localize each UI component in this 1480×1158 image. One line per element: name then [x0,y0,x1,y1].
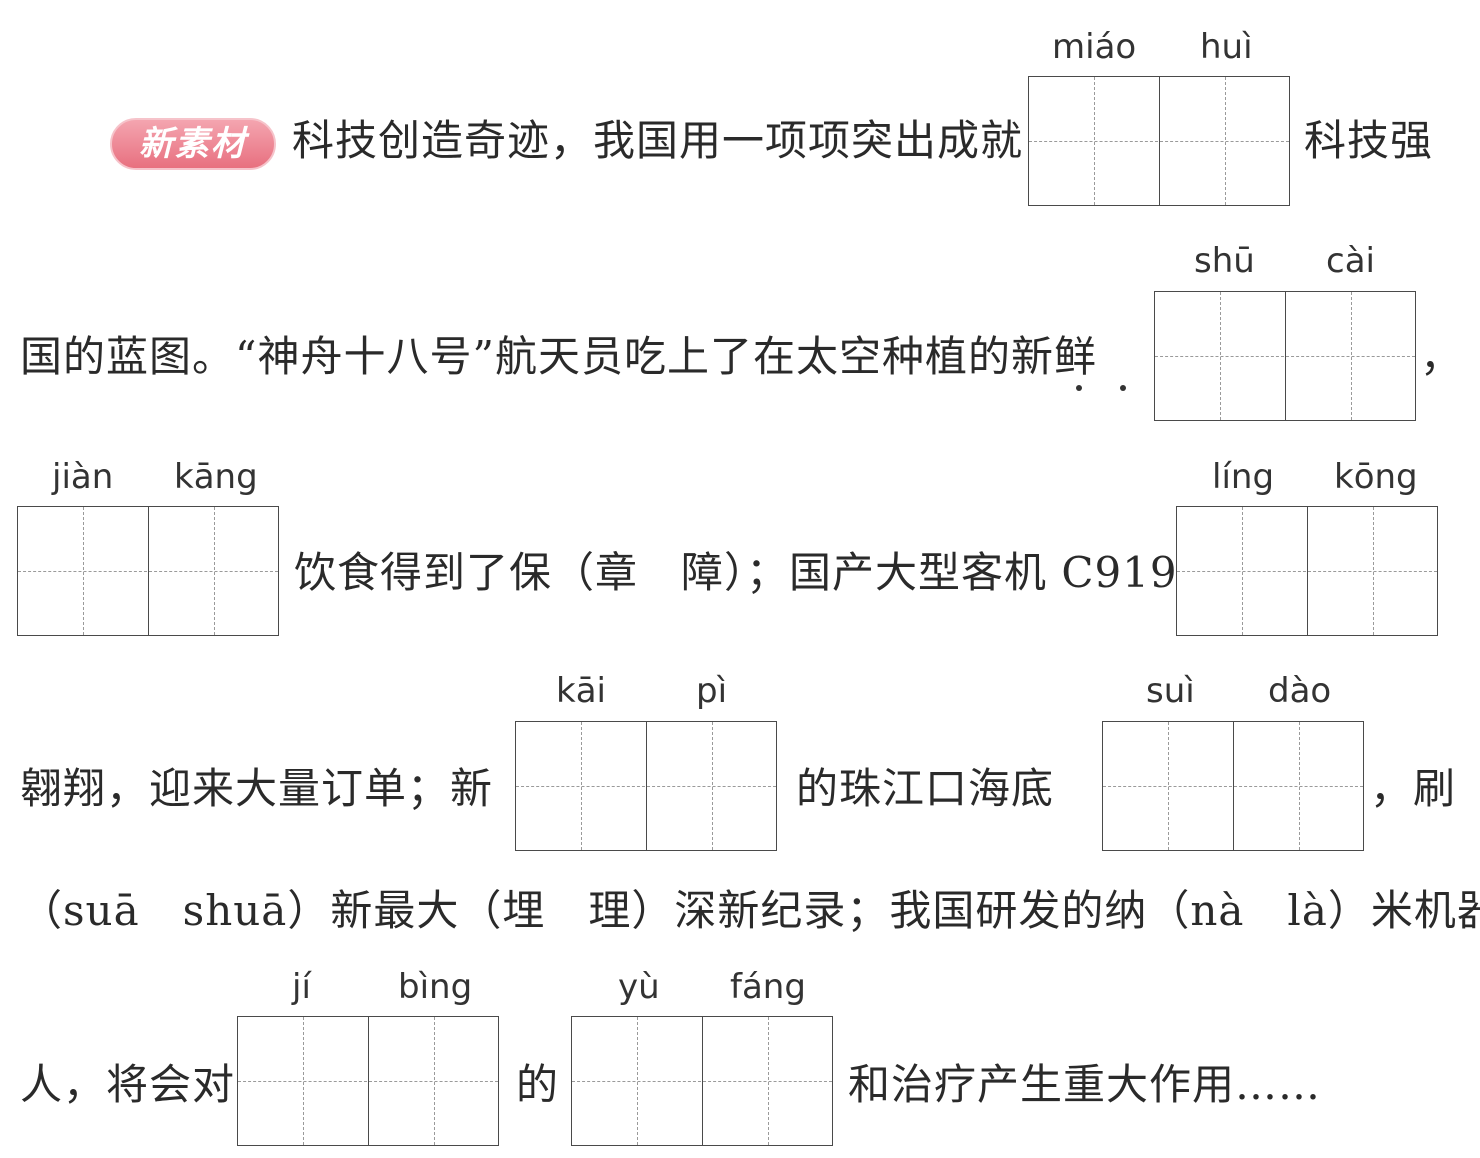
emphasis-dot [1076,385,1082,391]
emphasis-dot [1120,385,1126,391]
pinyin-jian: jiàn [52,457,114,497]
pinyin-miao: miáo [1052,27,1137,67]
pinyin-bing: bìng [398,967,473,1007]
pinyin-ji: jí [292,967,311,1007]
answer-box-miaohui[interactable] [1028,76,1290,206]
pinyin-ling: líng [1212,457,1275,497]
line3-text: 饮食得到了保（章 障）；国产大型客机 C919 [294,548,1178,597]
answer-box-lingkong[interactable] [1176,506,1438,636]
answer-box-kaipi[interactable] [515,721,777,851]
pinyin-fang: fáng [730,967,806,1007]
line2-after: ， [1420,332,1464,381]
line6-b: 的 [516,1060,560,1109]
line4-b: 的珠江口海底 [796,764,1055,813]
pinyin-cai: cài [1326,241,1375,281]
line2-text: 国的蓝图。“神舟十八号”航天员吃上了在太空种植的新鲜 [20,332,1097,381]
answer-box-shucai[interactable] [1154,291,1416,421]
line4-c: ，刷 [1370,764,1457,813]
pinyin-yu: yù [618,967,660,1007]
line1-after: 科技强 [1304,116,1434,165]
pinyin-hui: huì [1200,27,1253,67]
answer-box-suidao[interactable] [1102,721,1364,851]
pinyin-kang: kāng [174,457,258,497]
pinyin-kai: kāi [556,671,606,711]
pinyin-dao: dào [1268,671,1332,711]
pinyin-sui: suì [1146,671,1195,711]
line5-text: （suā shuā）新最大（埋 理）深新纪录；我国研发的纳（nà là）米机器 [20,886,1480,935]
pinyin-kong: kōng [1334,457,1418,497]
line6-c: 和治疗产生重大作用…… [848,1060,1322,1109]
answer-box-jiankang[interactable] [17,506,279,636]
answer-box-yufang[interactable] [571,1016,833,1146]
answer-box-jibing[interactable] [237,1016,499,1146]
new-material-badge: 新素材 [110,118,276,170]
pinyin-pi: pì [696,671,728,711]
line1-text: 科技创造奇迹，我国用一项项突出成就 [292,116,1024,165]
line6-a: 人，将会对 [20,1060,236,1109]
pinyin-shu: shū [1194,241,1255,281]
line4-a: 翱翔，迎来大量订单；新 [20,764,494,813]
